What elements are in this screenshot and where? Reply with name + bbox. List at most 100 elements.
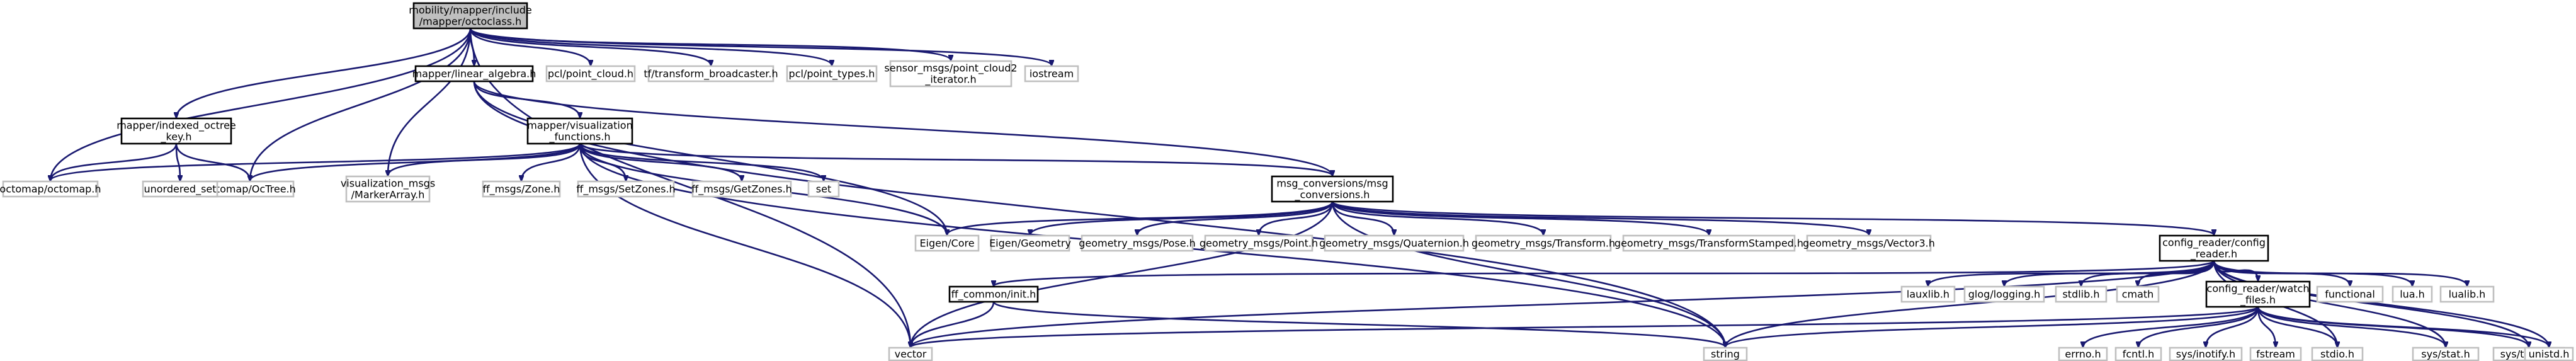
node-linear-algebra[interactable]: mapper/linear_algebra.h xyxy=(412,65,536,83)
node-label: vector xyxy=(895,348,927,360)
node-gm-point: geometry_msgs/Point.h xyxy=(1200,234,1318,252)
node-label: ff_msgs/Zone.h xyxy=(483,183,560,196)
node-fcntl: fcntl.h xyxy=(2114,347,2162,361)
node-label: lauxlib.h xyxy=(1907,289,1949,301)
node-box xyxy=(2116,285,2160,303)
node-label: mobility/mapper/include xyxy=(409,4,531,16)
node-label: Eigen/Geometry xyxy=(989,238,1071,249)
node-label: cmath xyxy=(2122,289,2154,301)
node-box xyxy=(1963,285,2045,303)
node-ff-zone: ff_msgs/Zone.h xyxy=(482,180,561,198)
node-box xyxy=(2058,347,2108,361)
node-iostream: iostream xyxy=(1024,65,1079,83)
node-label: functional xyxy=(2325,289,2375,301)
node-cmath: cmath xyxy=(2116,285,2160,303)
edge-config_reader-to-lualib xyxy=(2213,260,2467,286)
node-label: stdio.h xyxy=(2320,348,2354,360)
node-ff-common-init[interactable]: ff_common/init.h xyxy=(948,285,1039,303)
edge-watch_files-to-fcntl xyxy=(2138,306,2259,347)
edge-root-to-indexed_octree_key xyxy=(176,28,472,118)
node-lauxlib: lauxlib.h xyxy=(1900,285,1956,303)
node-box xyxy=(1271,175,1394,203)
node-box xyxy=(577,180,675,198)
node-label: ff_msgs/GetZones.h xyxy=(691,183,792,196)
node-glog-logging: glog/logging.h xyxy=(1963,285,2045,303)
node-box xyxy=(691,180,792,198)
edge-watch_files-to-stdio xyxy=(2257,306,2337,347)
node-label: sys/stat.h xyxy=(2421,348,2470,360)
node-box xyxy=(482,180,561,198)
node-lualib: lualib.h xyxy=(2439,285,2495,303)
node-label: mapper/indexed_octree xyxy=(116,120,236,132)
node-visualization-functions[interactable]: mapper/visualization_functions.h xyxy=(526,117,633,145)
edge-msg_conversions-to-eigen_core xyxy=(947,201,1334,235)
node-indexed-octree-key[interactable]: mapper/indexed_octree_key.h xyxy=(116,117,236,145)
node-lua: lua.h xyxy=(2392,285,2433,303)
node-visualization-msgs: visualization_msgs/MarkerArray.h xyxy=(341,175,435,203)
edge-config_reader-to-unistd xyxy=(2213,260,2549,347)
node-label: errno.h xyxy=(2065,348,2101,360)
node-label: config_reader/config xyxy=(2162,237,2266,249)
edge-indexed_octree_key-to-octomap_octree xyxy=(175,143,250,181)
node-label: iostream xyxy=(1030,68,1074,80)
node-label: lualib.h xyxy=(2449,289,2486,301)
node-box xyxy=(1324,234,1465,252)
node-ff-setzones: ff_msgs/SetZones.h xyxy=(576,180,676,198)
node-box xyxy=(914,234,980,252)
edge-msg_conversions-to-gm_pose xyxy=(1137,201,1334,235)
node-box xyxy=(2,180,99,198)
edge-watch_files-to-vector xyxy=(911,306,2259,347)
node-label: octomap/OcTree.h xyxy=(204,183,296,195)
edge-msg_conversions-to-vector xyxy=(911,201,1334,347)
node-box xyxy=(412,2,528,30)
node-unistd: unistd.h xyxy=(2524,347,2574,361)
node-box xyxy=(142,180,218,198)
edge-config_reader-to-string xyxy=(1725,260,2215,347)
edge-config_reader-to-glog_logging xyxy=(2004,260,2215,286)
edge-config_reader-to-vector xyxy=(911,260,2215,347)
node-root[interactable]: mobility/mapper/include/mapper/octoclass… xyxy=(409,2,532,30)
node-box xyxy=(888,347,933,361)
node-box xyxy=(2392,285,2433,303)
node-label: geometry_msgs/Point.h xyxy=(1200,238,1318,250)
node-label: Eigen/Core xyxy=(919,238,974,249)
node-label: unistd.h xyxy=(2529,348,2570,360)
edge-visualization_functions-to-msg_conversions xyxy=(579,142,1332,177)
node-box xyxy=(526,117,633,145)
node-pcl-point-cloud: pcl/point_cloud.h xyxy=(545,65,636,83)
node-box xyxy=(2311,347,2364,361)
node-gm-vector3: geometry_msgs/Vector3.h xyxy=(1803,234,1935,252)
edge-visualization_functions-to-ff_zone xyxy=(521,143,581,181)
node-label: glog/logging.h xyxy=(1968,289,2040,301)
node-box xyxy=(2205,280,2311,308)
edge-root-to-iostream xyxy=(469,28,1052,66)
node-box xyxy=(2249,347,2302,361)
node-box xyxy=(205,180,295,198)
edge-indexed_octree_key-to-unordered_set xyxy=(175,143,180,181)
node-box xyxy=(1204,234,1314,252)
edge-config_reader-to-sys_stat xyxy=(2213,260,2446,347)
node-box xyxy=(807,180,840,198)
node-eigen-geometry: Eigen/Geometry xyxy=(989,234,1071,252)
edge-linear_algebra-to-eigen_core xyxy=(473,81,947,235)
node-label: geometry_msgs/TransformStamped.h xyxy=(1614,238,1803,250)
node-box xyxy=(2169,347,2243,361)
node-point-cloud2: sensor_msgs/point_cloud2_iterator.h xyxy=(884,60,1018,88)
node-label: set xyxy=(816,183,831,195)
edge-root-to-octomap_octomap xyxy=(50,28,472,181)
node-label: pcl/point_cloud.h xyxy=(548,68,633,81)
node-watch-files[interactable]: config_reader/watch_files.h xyxy=(2205,280,2311,308)
node-label: stdlib.h xyxy=(2062,289,2099,301)
node-label: geometry_msgs/Quaternion.h xyxy=(1319,238,1469,250)
node-config-reader[interactable]: config_reader/config_reader.h xyxy=(2159,234,2269,262)
node-msg-conversions[interactable]: msg_conversions/msg_conversions.h xyxy=(1271,175,1394,203)
node-label: geometry_msgs/Vector3.h xyxy=(1803,238,1935,250)
edge-msg_conversions-to-string xyxy=(1331,201,1725,347)
edges-layer xyxy=(50,28,2549,347)
node-box xyxy=(414,65,534,83)
node-box xyxy=(1900,285,1956,303)
edge-visualization_functions-to-octomap_octomap xyxy=(50,143,581,181)
edge-msg_conversions-to-eigen_geometry xyxy=(1030,201,1334,235)
